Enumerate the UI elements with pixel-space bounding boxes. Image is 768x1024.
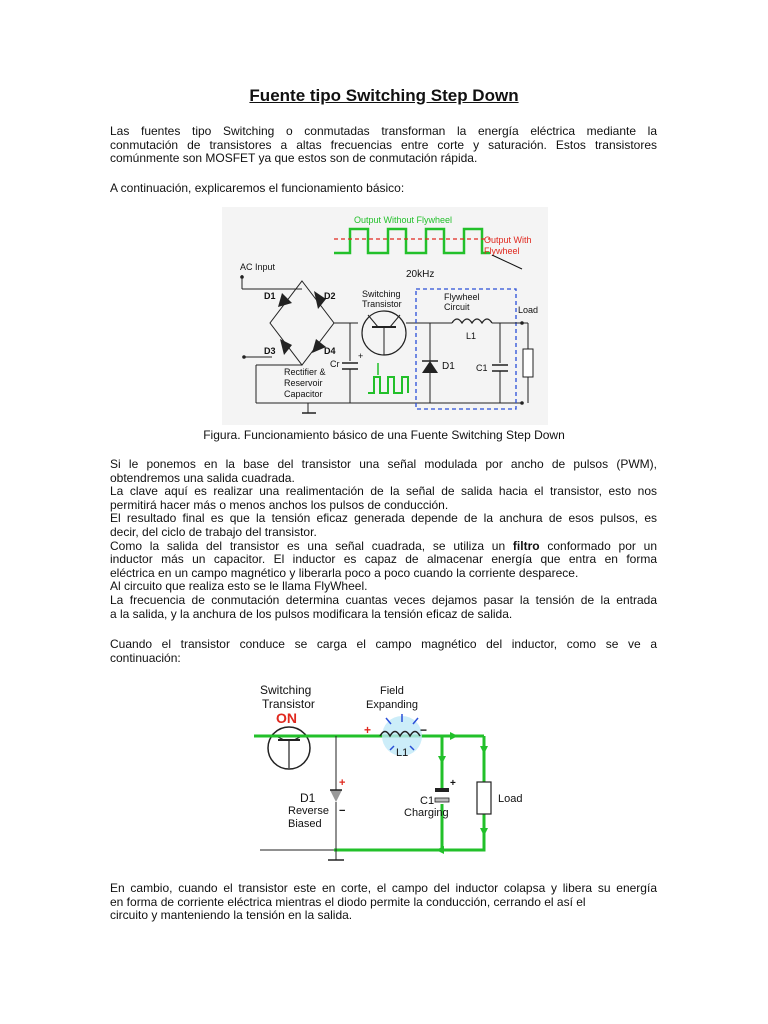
diode-d1-symbol bbox=[278, 293, 292, 307]
switching-label-2: Transistor bbox=[262, 697, 315, 711]
figure-background bbox=[222, 207, 548, 425]
output-terminal bbox=[520, 321, 524, 325]
l1-label: L1 bbox=[396, 747, 408, 759]
d2-label: D2 bbox=[324, 291, 336, 301]
l1-label: L1 bbox=[466, 331, 476, 341]
ac-input-label: AC Input bbox=[240, 262, 276, 272]
inductor-l1 bbox=[379, 730, 421, 738]
c1-plus: + bbox=[450, 778, 456, 789]
cr-label: Cr bbox=[330, 359, 340, 369]
c1-plate-1 bbox=[435, 788, 449, 792]
biased-label: Biased bbox=[288, 818, 322, 830]
ground-terminal bbox=[520, 401, 524, 405]
arrow-load-1 bbox=[480, 746, 488, 754]
figure-switching-circuit: Output Without Flywheel Output With Flyw… bbox=[222, 207, 548, 425]
load-label: Load bbox=[498, 793, 522, 805]
c1-plate-2 bbox=[434, 797, 450, 803]
output-with-label: Output With bbox=[484, 235, 532, 245]
diode-d1 bbox=[330, 790, 342, 802]
inductor-plus: + bbox=[364, 723, 371, 737]
rectifier-label-3: Capacitor bbox=[284, 389, 323, 399]
body-paragraph: Si le ponemos en la base del transistor … bbox=[110, 457, 658, 621]
transistor-collector bbox=[367, 314, 379, 328]
c1-label: C1 bbox=[420, 795, 434, 807]
diode-d4-symbol bbox=[312, 339, 326, 353]
field-arrow-down-left bbox=[389, 745, 395, 751]
ac-terminal bbox=[240, 275, 244, 279]
current-path-return bbox=[334, 736, 486, 852]
closing-paragraph: En cambio, cuando el transistor este en … bbox=[110, 881, 657, 923]
output-arrow bbox=[491, 254, 523, 270]
diode-label: D1 bbox=[442, 361, 455, 372]
field-arrow-right bbox=[412, 717, 419, 725]
arrow-top bbox=[450, 732, 458, 740]
flywheel-box bbox=[415, 288, 517, 410]
filtro-line: Como la salida del transistor es una señ… bbox=[110, 538, 658, 553]
load-label: Load bbox=[518, 305, 538, 315]
field-label-1: Field bbox=[380, 685, 404, 697]
d3-label: D3 bbox=[264, 346, 276, 356]
lead-paragraph: A continuación, explicaremos el funciona… bbox=[110, 181, 405, 195]
switching-label-1: Switching bbox=[362, 289, 401, 299]
field-arrow-down-right bbox=[409, 745, 415, 751]
switching-label-2: Transistor bbox=[362, 299, 402, 309]
field-label-2: Expanding bbox=[366, 699, 418, 711]
frequency-label: 20kHz bbox=[406, 269, 434, 280]
inductor-l1 bbox=[451, 318, 493, 325]
output-with-label-2: Flywheel bbox=[484, 246, 520, 256]
d1-label: D1 bbox=[264, 291, 276, 301]
reverse-label: Reverse bbox=[288, 805, 329, 817]
rectifier-label-2: Reservoir bbox=[284, 378, 323, 388]
ac-terminal-2 bbox=[242, 355, 246, 359]
load-resistor bbox=[522, 348, 534, 378]
filtro-term: filtro bbox=[512, 538, 540, 553]
intro-paragraph: Las fuentes tipo Switching o conmutadas … bbox=[110, 124, 657, 166]
d4-label: D4 bbox=[324, 346, 336, 356]
field-arrow-left bbox=[385, 717, 392, 725]
flywheel-label-2: Circuit bbox=[444, 302, 470, 312]
output-without-label: Output Without Flywheel bbox=[354, 215, 452, 225]
diode-d3-symbol bbox=[280, 339, 292, 355]
load-resistor bbox=[476, 781, 492, 815]
arrow-return bbox=[436, 846, 444, 854]
inductor-minus: − bbox=[420, 723, 427, 737]
c1-label: C1 bbox=[476, 363, 488, 373]
figure-caption: Figura. Funcionamiento básico de una Fue… bbox=[203, 428, 565, 442]
diode-d2-symbol bbox=[314, 291, 326, 309]
charge-paragraph: Cuando el transistor conduce se carga el… bbox=[110, 637, 657, 665]
d1-label: D1 bbox=[300, 791, 316, 805]
cr-plus: + bbox=[358, 351, 363, 361]
arrow-load-2 bbox=[480, 828, 488, 836]
transistor-emitter bbox=[389, 314, 401, 328]
diode-minus: − bbox=[339, 805, 345, 817]
arrow-c1-1 bbox=[438, 756, 446, 764]
figure-transistor-on: Switching Transistor ON L1 Field Expandi… bbox=[254, 683, 522, 861]
on-label: ON bbox=[276, 710, 297, 726]
charging-label: Charging bbox=[404, 807, 449, 819]
field-glow bbox=[382, 716, 422, 756]
square-wave bbox=[334, 227, 490, 255]
flywheel-label-1: Flywheel bbox=[444, 292, 480, 302]
flywheel-diode bbox=[422, 361, 438, 373]
pwm-signal bbox=[368, 376, 409, 394]
diode-plus: + bbox=[339, 777, 345, 789]
page-title: Fuente tipo Switching Step Down bbox=[249, 86, 519, 105]
rectifier-label-1: Rectifier & bbox=[284, 367, 326, 377]
switching-label-1: Switching bbox=[260, 683, 311, 697]
